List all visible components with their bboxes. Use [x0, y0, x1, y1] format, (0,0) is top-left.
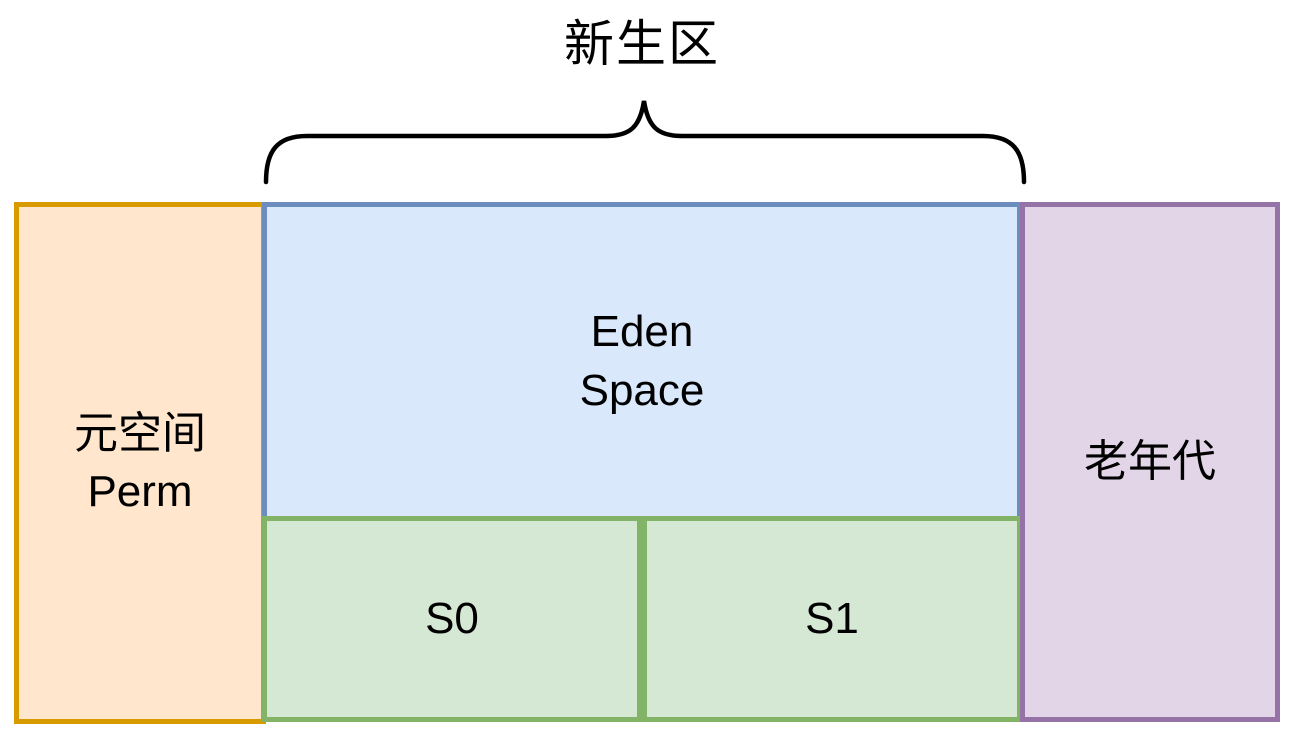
region-s1-label: S1	[805, 593, 859, 643]
region-metaspace-perm: 元空间 Perm	[14, 202, 266, 724]
region-old-label: 老年代	[1084, 436, 1216, 486]
region-eden-space: Eden Space	[262, 202, 1022, 521]
region-survivor-0: S0	[262, 516, 642, 722]
new-generation-title: 新生区	[564, 16, 720, 72]
region-metaspace-label-cn: 元空间	[74, 408, 206, 458]
region-s0-label: S0	[425, 593, 479, 643]
region-eden-label-line1: Eden	[590, 307, 694, 357]
region-metaspace-label-en: Perm	[87, 467, 193, 516]
curly-brace	[263, 100, 1027, 185]
region-survivor-1: S1	[642, 516, 1022, 722]
curly-brace-path	[263, 100, 1027, 185]
region-eden-label-line2: Space	[579, 365, 705, 415]
region-old-generation: 老年代	[1020, 202, 1280, 722]
